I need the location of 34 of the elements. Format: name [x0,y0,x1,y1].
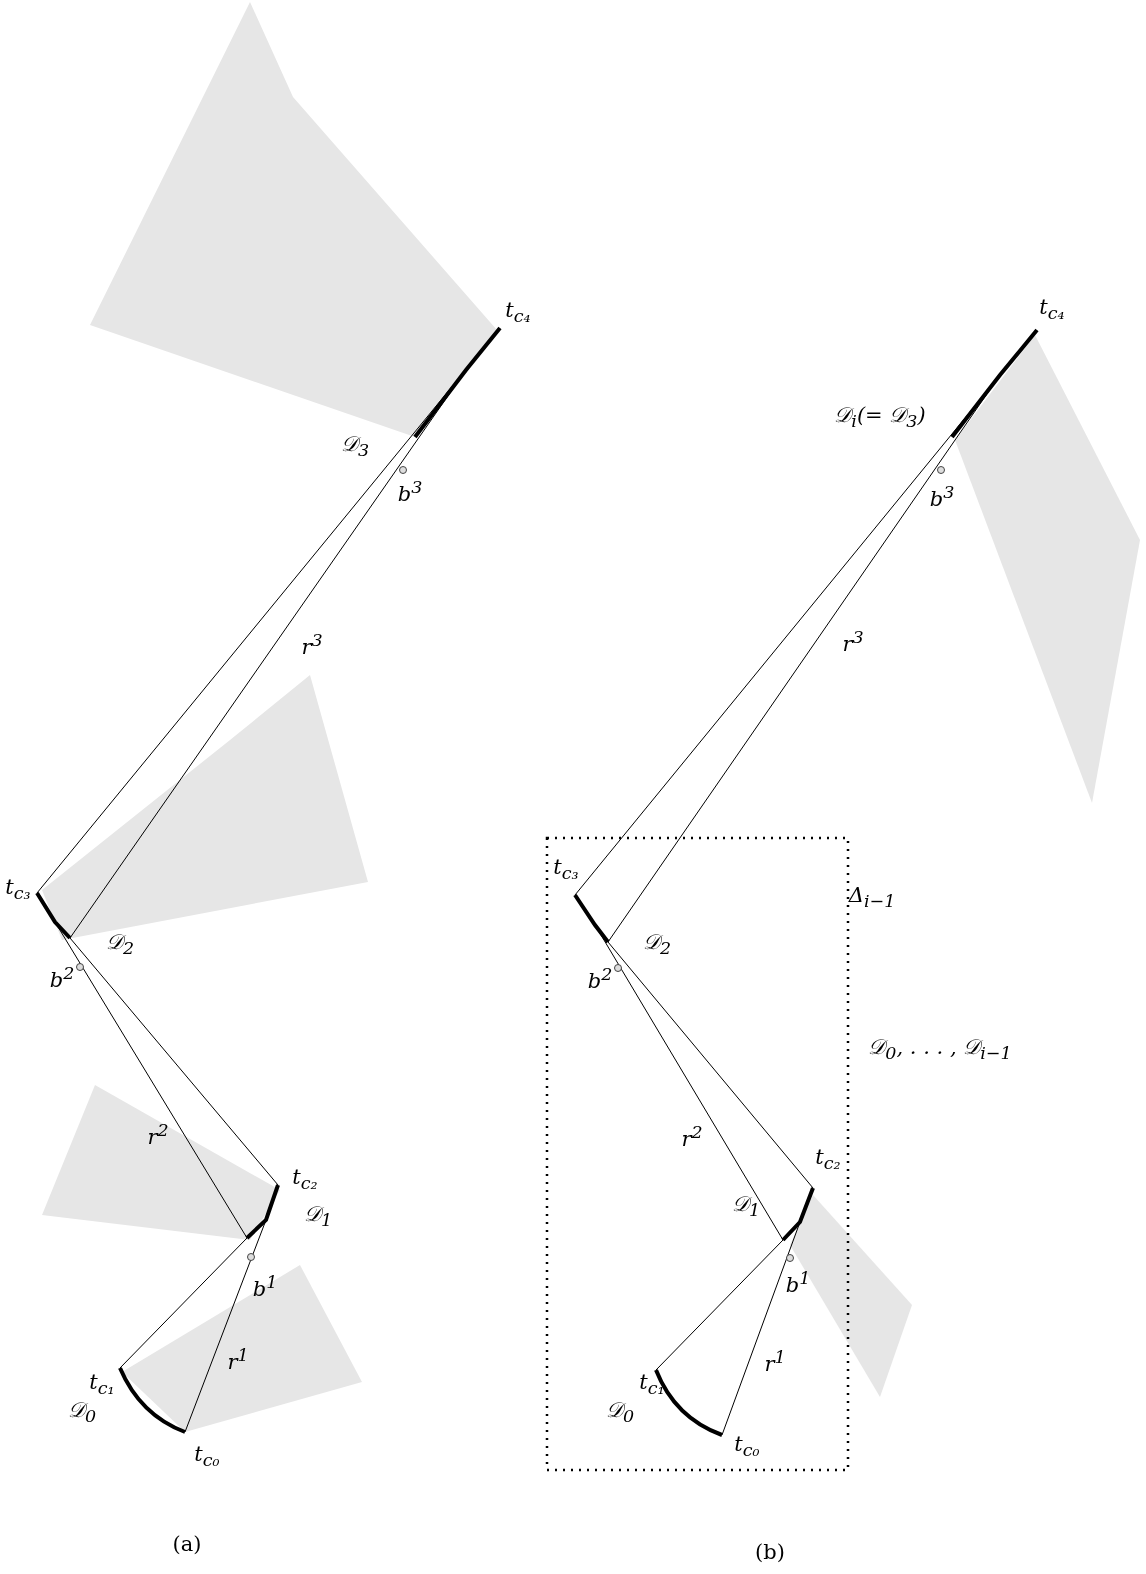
math-label: t$_{c₄}$ [1039,296,1065,324]
math-label: t$_{c₀}$ [194,1443,220,1471]
math-label: t$_{c₄}$ [505,299,531,327]
math-label: r$^{3}$ [301,630,323,660]
math-label: r$^{2}$ [147,1120,169,1150]
panel-caption: (a) [172,1533,202,1557]
math-label: t$_{c₃}$ [5,876,31,904]
math-label: t$_{c₂}$ [292,1166,318,1194]
math-label: b$^{3}$ [929,482,955,512]
math-label: 𝒟$_{3}$ [340,433,370,461]
math-label: r$^{3}$ [842,627,864,657]
math-label: t$_{c₂}$ [815,1146,841,1174]
math-label: b$^{2}$ [587,964,613,994]
math-label: t$_{c₃}$ [553,856,579,884]
math-label: 𝒟$_{2}$ [642,931,672,959]
math-label: b$^{3}$ [397,477,423,507]
math-label: 𝒟$_{1}$ [303,1203,333,1231]
math-label: r$^{1}$ [764,1347,786,1377]
math-label: 𝒟$_{0}$ [67,1399,97,1427]
math-label: r$^{2}$ [681,1122,703,1152]
math-label: 𝒟$_{0}$ [605,1399,635,1427]
panel-caption: (b) [755,1541,785,1565]
math-label: b$^{1}$ [785,1268,811,1298]
math-label: t$_{c₁}$ [639,1371,665,1399]
math-label: 𝒟$_{1}$ [731,1193,761,1221]
math-label: b$^{1}$ [252,1272,278,1302]
math-label: t$_{c₁}$ [89,1371,115,1399]
math-label: 𝒟$_{i}$(= 𝒟$_{3}$) [834,404,926,432]
math-label: 𝒟$_{0}$, . . . , 𝒟$_{i−1}$ [868,1036,1012,1064]
math-label: 𝒟$_{2}$ [105,931,135,959]
math-label: Δ$_{i−1}$ [848,884,896,912]
math-label: b$^{2}$ [49,963,75,993]
math-label: r$^{1}$ [227,1345,249,1375]
math-label: t$_{c₀}$ [734,1433,760,1461]
